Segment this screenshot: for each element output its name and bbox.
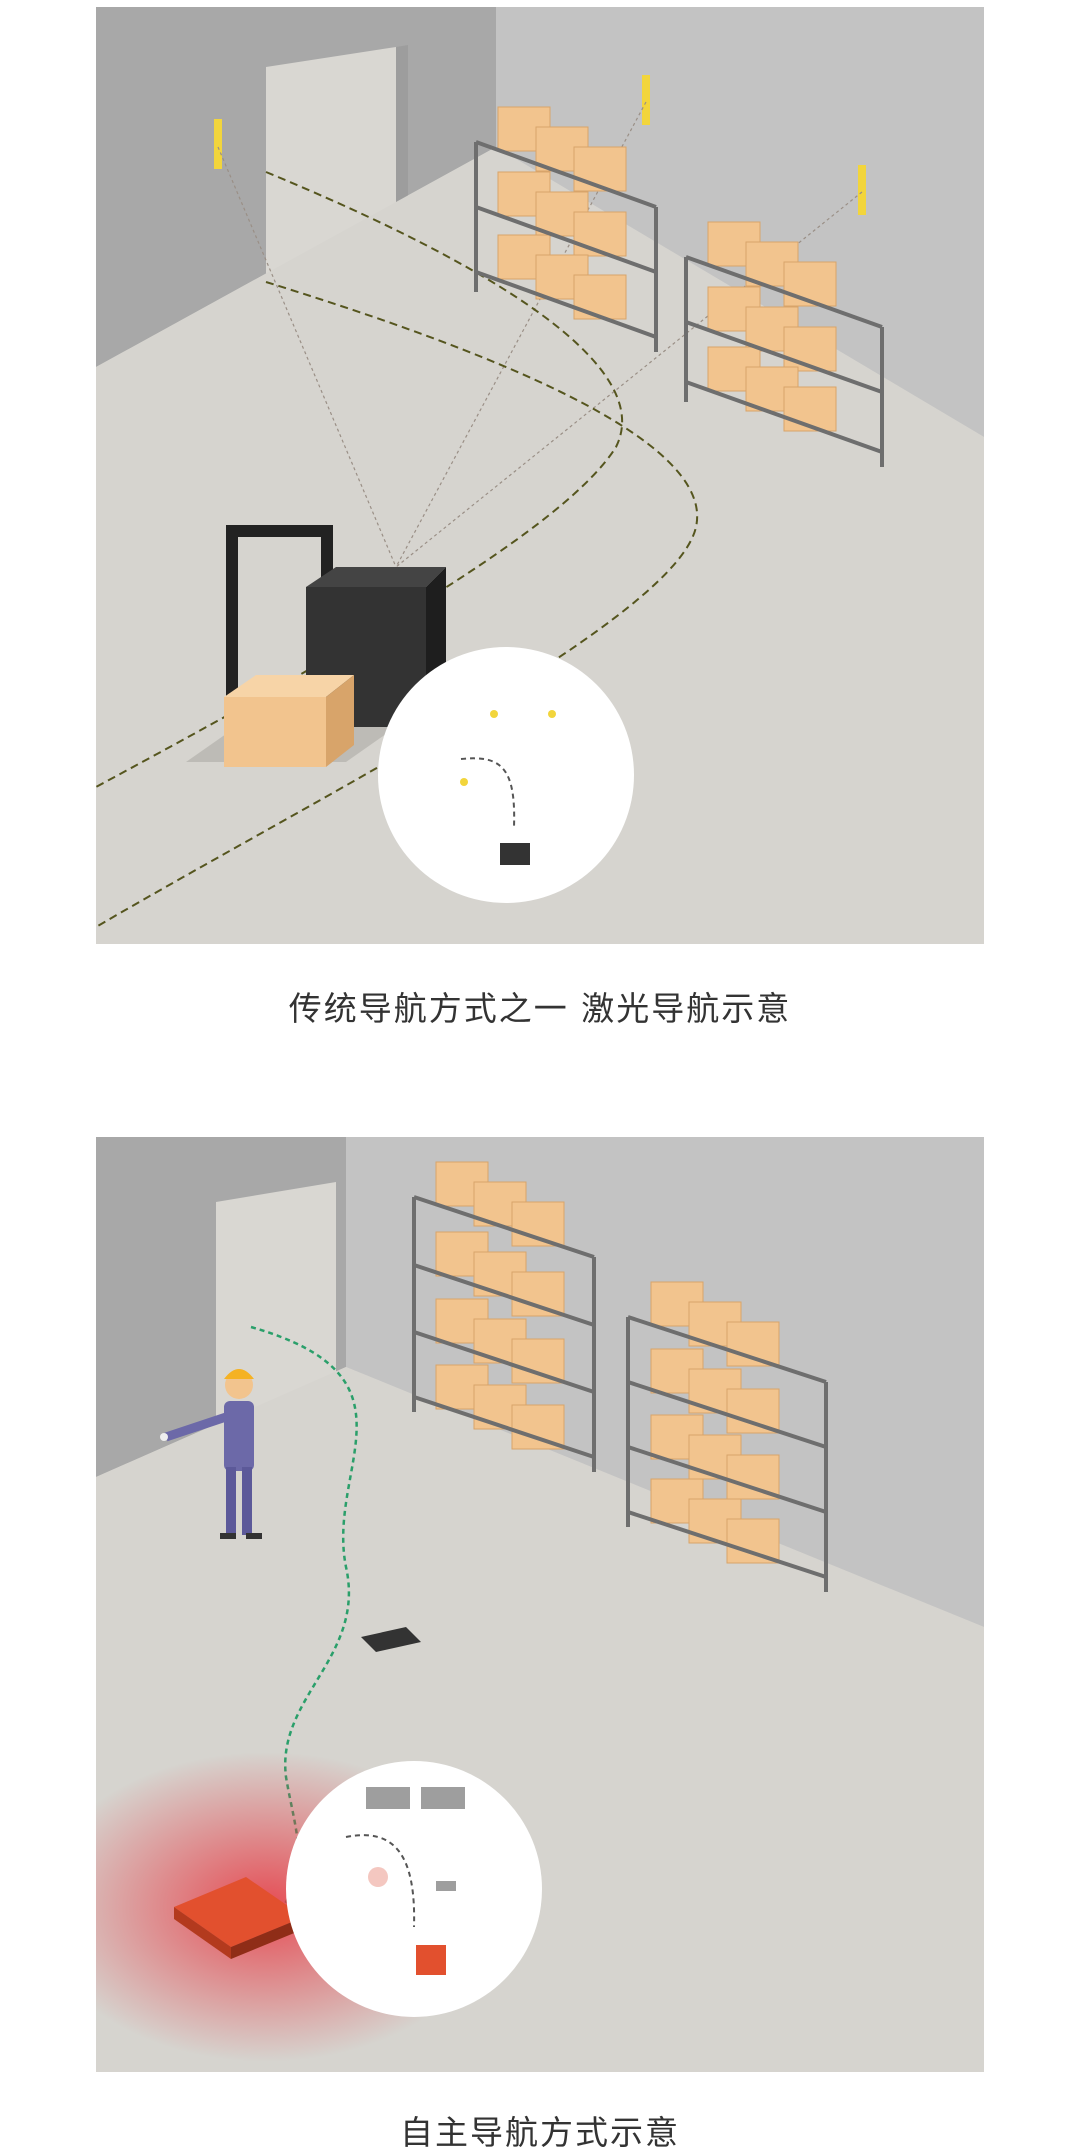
autonomous-navigation-caption: 自主导航方式示意 (400, 2113, 680, 2152)
floor-device (361, 1627, 421, 1652)
doorway (216, 1182, 336, 1422)
worker-icon (160, 1369, 262, 1539)
laser-navigation-caption: 传统导航方式之一 激光导航示意 (288, 989, 792, 1028)
forklift-agv-icon (186, 525, 446, 767)
yellow-reflector-icon (214, 75, 866, 215)
shelf-unit-1 (474, 106, 658, 352)
autonomous-mobile-robot-icon (174, 1877, 304, 1959)
magnifier-callout-icon (286, 1761, 542, 2017)
autonomous-navigation-illustration (96, 1137, 984, 2072)
laser-navigation-illustration (96, 7, 984, 944)
magnifier-callout-icon (378, 647, 634, 903)
shelf-unit-2 (626, 1281, 828, 1592)
laser-beams (217, 101, 863, 568)
shelf-unit-1 (412, 1161, 596, 1472)
shelf-unit-2 (684, 221, 884, 467)
